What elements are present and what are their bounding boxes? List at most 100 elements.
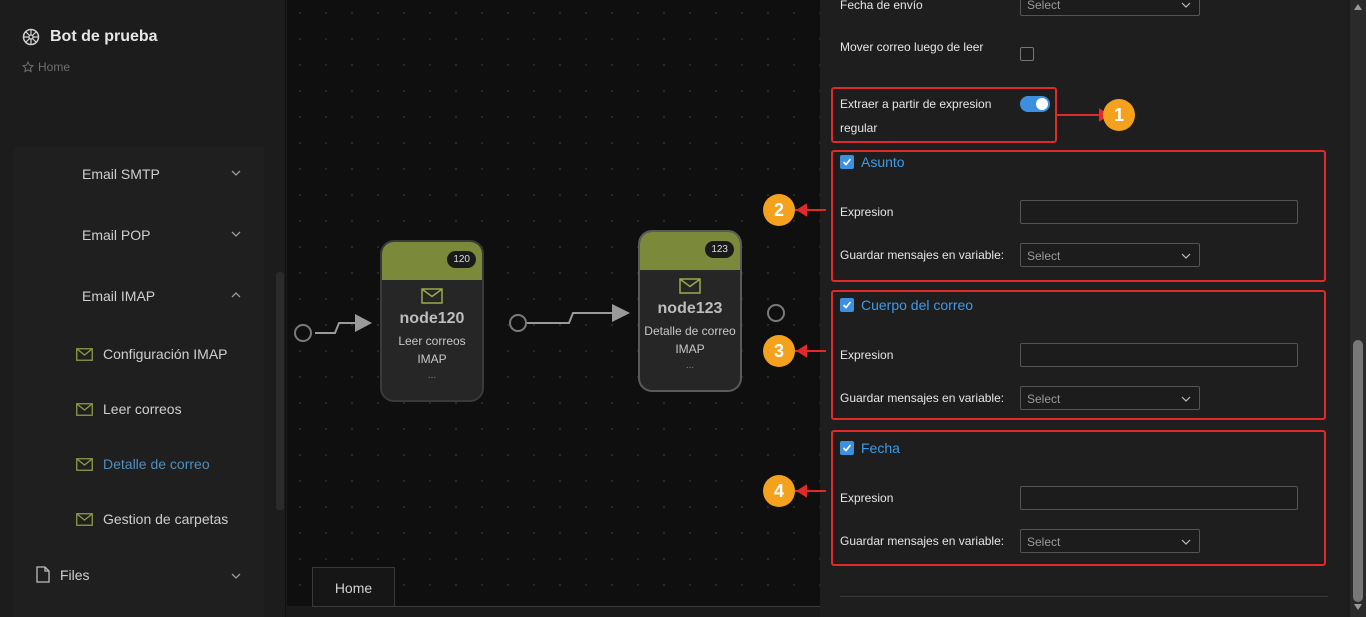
mail-icon [382,288,482,304]
node-desc-line: Detalle de correo [644,324,736,338]
node-desc-line: IMAP [675,342,705,356]
sidebar-item-label: Detalle de correo [103,456,210,472]
cuerpo-variable-select[interactable]: Select [1020,386,1200,410]
mail-icon [76,457,93,471]
section-title: Fecha [861,440,900,456]
expresion-label: Expresion [840,348,894,362]
annotation-marker-4: 4 [763,475,795,507]
page-title: Bot de prueba [50,28,158,45]
annotation-marker-1: 1 [1103,99,1135,131]
node-description: Detalle de correo IMAP [640,322,740,358]
menu-group-email-smtp[interactable]: Email SMTP [14,154,264,194]
mail-icon [76,512,93,526]
node-id-badge: 120 [447,251,476,268]
scroll-thumb[interactable] [1353,340,1363,602]
select-value: Select [1027,249,1061,263]
connectors [315,304,630,334]
properties-panel: Fecha de envío Select Mover correo luego… [820,0,1350,617]
mail-icon [640,278,740,294]
asunto-expresion-input[interactable] [1020,200,1298,224]
annotation-box-1 [831,87,1057,143]
annotation-marker-3: 3 [763,335,795,367]
fecha-envio-select[interactable]: Select [1020,0,1200,16]
node-output-port[interactable] [509,314,527,332]
section-fecha[interactable]: Fecha [840,440,900,456]
sidebar-item-leer-correos[interactable]: Leer correos [76,394,182,424]
node-header: 120 [382,242,482,280]
file-icon [36,566,50,583]
node-header: 123 [640,232,740,270]
chevron-down-icon[interactable] [230,570,242,582]
tab-home[interactable]: Home [312,567,395,607]
wheel-icon [22,28,40,46]
menu-group-label: Email SMTP [82,166,160,182]
fecha-variable-select[interactable]: Select [1020,529,1200,553]
menu-group-files[interactable]: Files [36,566,90,583]
annotation-box-4 [831,430,1326,566]
star-icon [22,61,34,73]
check-icon[interactable] [840,298,854,312]
tab-divider [312,606,820,607]
chevron-down-icon [1181,0,1191,10]
menu-group-label: Email POP [82,227,151,243]
mail-icon [76,347,93,361]
sidebar: Bot de prueba Home Email SMTP Email POP … [0,0,286,617]
flow-node-123[interactable]: 123 node123 Detalle de correo IMAP ... [638,230,742,392]
extraer-label-line1: Extraer a partir de expresion [840,97,992,111]
breadcrumb[interactable]: Home [22,60,70,74]
node-id-badge: 123 [705,241,734,258]
chevron-down-icon [230,228,242,240]
extraer-regex-toggle[interactable] [1020,96,1050,112]
check-icon[interactable] [840,155,854,169]
mover-correo-label: Mover correo luego de leer [840,40,984,54]
flow-node-120[interactable]: 120 node120 Leer correos IMAP ... [380,240,484,402]
sidebar-item-configuracion-imap[interactable]: Configuración IMAP [76,339,228,369]
panel-scrollbar[interactable] [1350,0,1366,617]
annotation-marker-2: 2 [763,194,795,226]
node-name: node120 [399,310,465,327]
cuerpo-expresion-input[interactable] [1020,343,1298,367]
sidebar-item-detalle-de-correo[interactable]: Detalle de correo [76,449,210,479]
scroll-up-icon[interactable] [1354,4,1362,10]
section-title: Asunto [861,154,905,170]
chevron-down-icon [230,167,242,179]
breadcrumb-home[interactable]: Home [38,60,71,74]
chevron-down-icon [1181,394,1191,404]
expresion-label: Expresion [840,491,894,505]
mover-correo-checkbox[interactable] [1020,47,1034,61]
chevron-up-icon [230,289,242,301]
scroll-down-icon[interactable] [1354,604,1362,610]
guardar-variable-label: Guardar mensajes en variable: [840,391,1005,405]
node-input-port[interactable] [294,324,312,342]
select-value: Select [1027,392,1061,406]
sidebar-item-label: Leer correos [103,401,182,417]
check-icon[interactable] [840,441,854,455]
menu-group-email-pop[interactable]: Email POP [14,215,264,255]
sidebar-scrollbar[interactable] [276,272,284,510]
fecha-expresion-input[interactable] [1020,486,1298,510]
tab-label: Home [334,579,373,596]
asunto-variable-select[interactable]: Select [1020,243,1200,267]
fecha-envio-label: Fecha de envío [840,0,923,12]
guardar-variable-label: Guardar mensajes en variable: [840,534,1005,548]
toggle-knob [1036,98,1048,110]
expresion-label: Expresion [840,205,894,219]
node-output-port[interactable] [767,304,785,322]
annotation-box-3 [831,290,1326,420]
node-desc-line: IMAP [417,352,447,366]
node-ellipsis: ... [427,370,437,381]
sidebar-item-gestion-de-carpetas[interactable]: Gestion de carpetas [76,504,228,534]
node-desc-line: Leer correos [398,334,466,348]
brand: Bot de prueba [22,28,158,46]
menu-group-email-imap[interactable]: Email IMAP [14,276,264,316]
mail-icon [76,402,93,416]
menu-group-label: Files [60,566,90,583]
panel-divider [840,596,1328,597]
section-asunto[interactable]: Asunto [840,154,905,170]
chevron-down-icon [1181,251,1191,261]
section-cuerpo-del-correo[interactable]: Cuerpo del correo [840,297,973,313]
select-value: Select [1027,535,1061,549]
select-value: Select [1027,0,1061,12]
sidebar-item-label: Gestion de carpetas [103,511,229,527]
node-name: node123 [657,300,723,317]
